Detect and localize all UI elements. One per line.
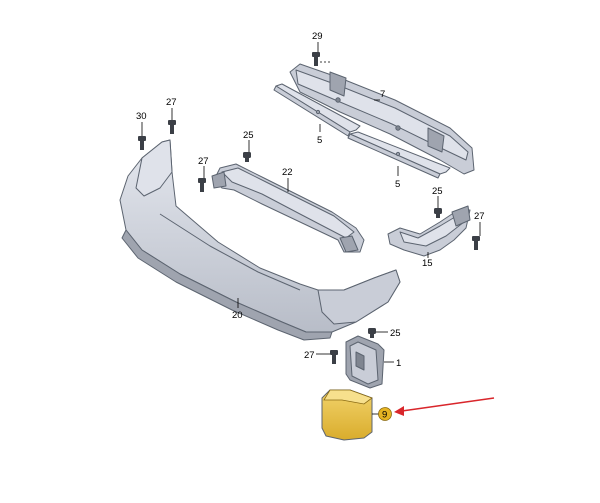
clip-25-center — [243, 152, 251, 162]
callout-15: 15 — [422, 258, 433, 269]
callout-27-middle: 27 — [198, 156, 209, 167]
part-7-reinforcement-bar — [289, 63, 475, 175]
callout-22: 22 — [282, 167, 293, 178]
part-22-upper-bracket — [211, 163, 365, 253]
part-1-guide-bracket — [345, 335, 385, 389]
callout-numbers: 29 7 5 5 30 27 25 27 22 25 27 15 20 25 2… — [136, 31, 485, 421]
callout-27-top-left: 27 — [166, 97, 177, 108]
callout-5-lower: 5 — [395, 179, 400, 190]
callout-1: 1 — [396, 358, 401, 369]
screw-27-middle — [198, 178, 206, 192]
part-20-bumper-cover — [119, 139, 401, 341]
callout-25-center: 25 — [243, 130, 254, 141]
callout-5-upper: 5 — [317, 135, 322, 146]
screw-29 — [312, 52, 320, 66]
red-pointer-arrow — [394, 397, 495, 416]
callout-29: 29 — [312, 31, 323, 42]
fasteners — [138, 52, 480, 364]
callout-7: 7 — [380, 89, 385, 100]
part-9-bumper-guard — [321, 389, 373, 441]
clip-25-right — [434, 208, 442, 218]
callout-25-right: 25 — [432, 186, 443, 197]
callout-27-lower: 27 — [304, 350, 315, 361]
callout-9-highlighted: 9 — [378, 407, 392, 421]
part-15-side-bracket — [387, 205, 471, 257]
callout-20: 20 — [232, 310, 243, 321]
screw-27-top-left — [168, 120, 176, 134]
clip-25-lower — [368, 328, 376, 338]
callout-9: 9 — [382, 410, 387, 421]
callout-27-right: 27 — [474, 211, 485, 222]
callout-25-lower: 25 — [390, 328, 401, 339]
screw-30 — [138, 136, 146, 150]
part-5-cover-strips — [273, 83, 451, 179]
callout-30: 30 — [136, 111, 147, 122]
screw-27-lower — [330, 350, 338, 364]
leader-lines — [141, 42, 481, 415]
screw-27-right — [472, 236, 480, 250]
